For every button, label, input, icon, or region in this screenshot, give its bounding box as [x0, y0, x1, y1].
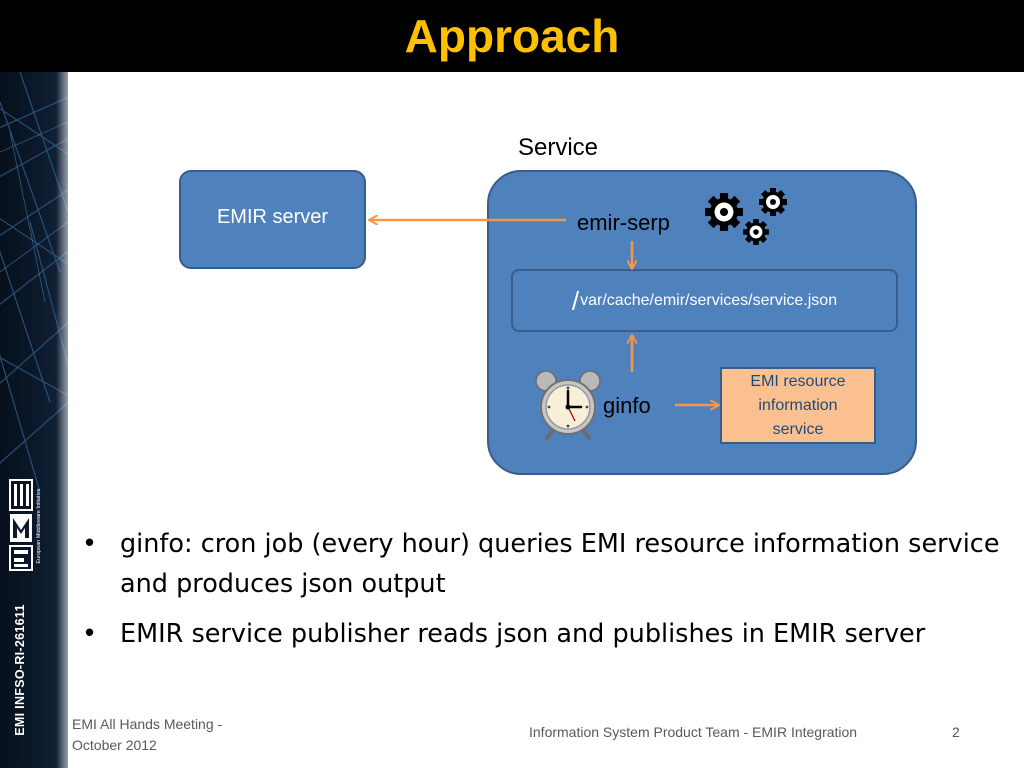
- emir-server-label: EMIR server: [216, 206, 329, 228]
- slide-title: Approach: [404, 10, 620, 62]
- bullet-item: • EMIR service publisher reads json and p…: [82, 614, 1002, 654]
- alarm-clock-icon: [535, 370, 601, 440]
- footer-event: EMI All Hands Meeting - October 2012: [72, 716, 223, 753]
- logo-tagline: European Middleware Initiative: [36, 488, 42, 563]
- bullet-item: • ginfo: cron job (every hour) queries EM…: [82, 524, 1002, 604]
- emir-serp-label: emir-serp: [577, 210, 670, 235]
- ginfo-label: ginfo: [603, 393, 651, 418]
- gears-icon: [705, 188, 787, 245]
- emi-logo: European Middleware Initiative: [9, 479, 42, 571]
- page-number: 2: [952, 724, 960, 740]
- emi-resource-box: EMI resource information service: [720, 367, 876, 444]
- infso-vertical-label: EMI INFSO-RI-261611: [10, 595, 30, 745]
- emi-resource-label: EMI resource information service: [750, 372, 846, 438]
- bullet-text: EMIR service publisher reads json and pu…: [120, 619, 926, 649]
- bullet-list: • ginfo: cron job (every hour) queries EM…: [82, 524, 1002, 664]
- infso-label-text: EMI INFSO-RI-261611: [13, 604, 27, 736]
- emir-server-box: EMIR server: [179, 170, 366, 269]
- bullet-text: ginfo: cron job (every hour) queries EMI…: [120, 529, 1000, 599]
- title-bar: [0, 0, 1024, 72]
- service-label: Service: [518, 134, 599, 161]
- json-path-label: var/cache/emir/services/service.json: [580, 291, 838, 309]
- bullet-marker: •: [82, 619, 98, 649]
- bullet-marker: •: [82, 529, 98, 559]
- footer-team: Information System Product Team - EMIR I…: [529, 724, 858, 740]
- band-fade: [56, 72, 74, 768]
- json-path-slash: /: [571, 285, 580, 316]
- json-file-box: /var/cache/emir/services/service.json: [511, 269, 898, 332]
